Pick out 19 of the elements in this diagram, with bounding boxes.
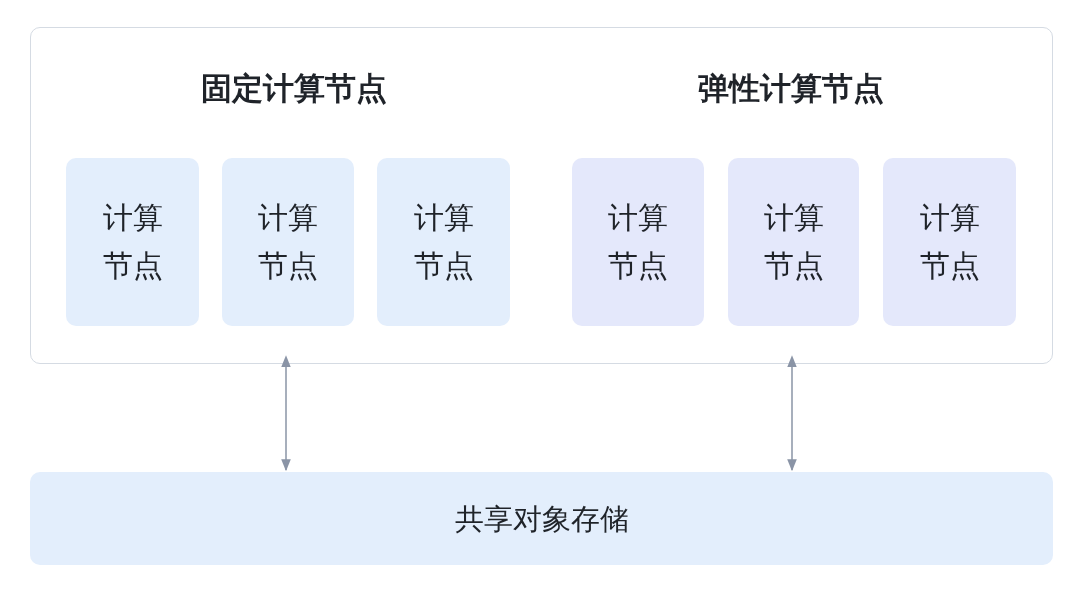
group-heading: 固定计算节点 — [201, 69, 387, 108]
bidirectional-arrow — [281, 355, 291, 472]
compute-node-card — [66, 158, 199, 326]
node-label: 计算节点 — [257, 199, 319, 285]
bidirectional-arrow — [787, 355, 797, 472]
node-label: 计算节点 — [762, 199, 825, 285]
storage-bar — [30, 472, 1053, 565]
node-label: 计算节点 — [101, 199, 164, 285]
cluster-panel — [30, 27, 1053, 364]
node-label: 共享对象存储 — [454, 500, 629, 538]
compute-node-card — [883, 158, 1016, 326]
node-label: 计算节点 — [412, 199, 475, 285]
group-heading: 弹性计算节点 — [698, 69, 884, 108]
compute-node-card — [572, 158, 704, 326]
compute-node-card — [377, 158, 510, 326]
node-label: 计算节点 — [918, 199, 981, 285]
compute-node-card — [728, 158, 859, 326]
node-label: 计算节点 — [607, 199, 669, 285]
compute-node-card — [222, 158, 354, 326]
